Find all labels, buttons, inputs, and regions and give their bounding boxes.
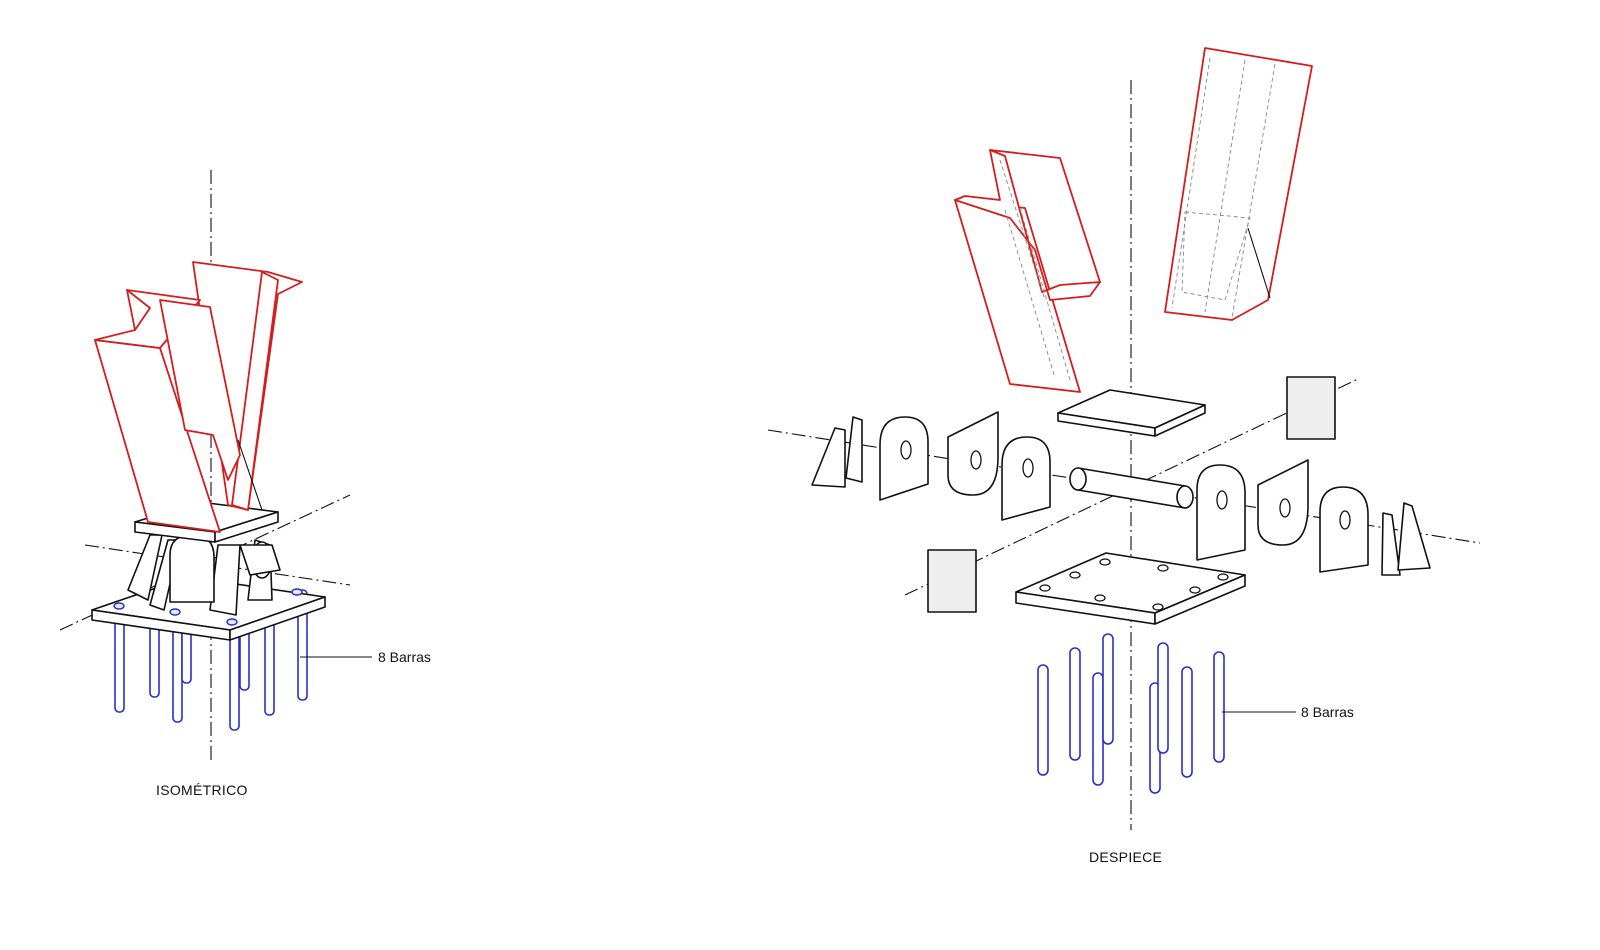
exp-anchor-bars xyxy=(1037,633,1225,794)
exp-side-plate-upper xyxy=(1286,376,1336,440)
exp-top-plate xyxy=(1057,389,1206,437)
exp-left-gussets xyxy=(811,416,863,488)
isometric-view: 8 Barras ISOMÉTRICO xyxy=(59,170,431,798)
exp-bars-label: 8 Barras xyxy=(1301,704,1354,720)
iso-view-title: ISOMÉTRICO xyxy=(156,782,248,798)
exploded-view: 8 Barras DESPIECE xyxy=(767,47,1481,865)
iso-gussets xyxy=(127,534,281,616)
iso-bars-label: 8 Barras xyxy=(378,649,431,665)
exp-right-gussets xyxy=(1381,502,1431,576)
exp-left-beam xyxy=(954,149,1101,393)
exp-lugs-left xyxy=(879,411,1051,521)
exp-pin xyxy=(1069,467,1194,509)
exp-lugs-right xyxy=(1196,459,1369,573)
exp-view-title: DESPIECE xyxy=(1089,849,1162,865)
iso-steel-beams xyxy=(94,261,303,533)
iso-axis-horizontal xyxy=(84,544,351,586)
exp-side-plate-lower xyxy=(927,549,977,613)
exp-base-plate xyxy=(1015,552,1246,625)
exp-right-beam xyxy=(1164,47,1313,321)
